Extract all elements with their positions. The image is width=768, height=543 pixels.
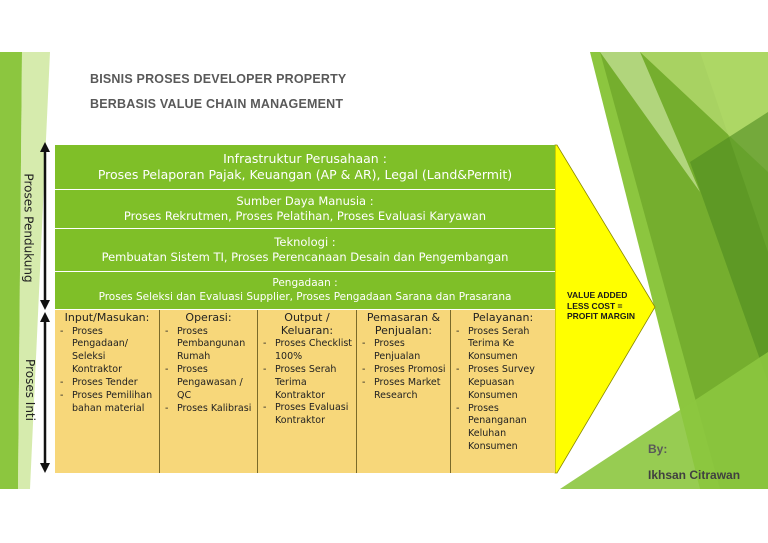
support-process-label: Proses Pendukung (21, 173, 36, 283)
primary-item: Proses Pengawasan / QC (163, 364, 254, 402)
core-arrow-head-top (40, 312, 50, 322)
primary-title: Pelayanan: (472, 311, 534, 324)
primary-title: Output / Keluaran: (280, 311, 334, 337)
primary-title: Pemasaran & Penjualan: (366, 311, 441, 337)
primary-activities: Input/Masukan: Proses Pengadaan/ Seleksi… (55, 310, 555, 473)
support-title: Infrastruktur Perusahaan : (223, 150, 387, 166)
slide: BISNIS PROSES DEVELOPER PROPERTY BERBASI… (0, 52, 768, 489)
primary-item: Proses Penanganan Keluhan Konsumen (454, 403, 552, 454)
support-desc: Proses Seleksi dan Evaluasi Supplier, Pr… (98, 290, 512, 303)
support-title: Sumber Daya Manusia : (236, 194, 374, 209)
primary-item: Proses Promosi (360, 364, 447, 377)
primary-item: Proses Penjualan (360, 338, 447, 364)
core-arrow-head-bottom (40, 463, 50, 473)
diagram-title-line2: BERBASIS VALUE CHAIN MANAGEMENT (90, 97, 344, 111)
primary-operations: Operasi: Proses Pembangunan Rumah Proses… (160, 310, 258, 473)
primary-item: Proses Checklist 100% (261, 338, 353, 364)
primary-title: Input/Masukan: (64, 311, 150, 324)
margin-chevron (554, 144, 656, 474)
value-chain-shapes (40, 142, 656, 474)
support-desc: Proses Pelaporan Pajak, Keuangan (AP & A… (97, 167, 513, 182)
primary-item: Proses Market Research (360, 377, 447, 403)
primary-outbound: Output / Keluaran: Proses Checklist 100%… (258, 310, 357, 473)
primary-item: Proses Evaluasi Kontraktor (261, 402, 353, 428)
primary-title: Operasi: (185, 311, 232, 324)
support-title: Pengadaan : (272, 276, 338, 289)
margin-line: LESS COST = (567, 300, 623, 311)
margin-line: VALUE ADDED (567, 290, 628, 300)
margin-line: PROFIT MARGIN (567, 311, 635, 322)
support-title: Teknologi : (274, 235, 336, 250)
diagram-title-line1: BISNIS PROSES DEVELOPER PROPERTY (90, 72, 347, 86)
support-desc: Proses Rekrutmen, Proses Pelatihan, Pros… (123, 209, 487, 223)
primary-marketing-sales: Pemasaran & Penjualan: Proses Penjualan … (357, 310, 451, 473)
decorative-background (0, 52, 768, 489)
support-infrastructure: Infrastruktur Perusahaan : Proses Pelapo… (55, 145, 555, 190)
primary-inbound: Input/Masukan: Proses Pengadaan/ Seleksi… (55, 310, 160, 473)
credit-by: By: (648, 442, 668, 456)
support-arrow-head-bottom (40, 300, 50, 310)
primary-item: Proses Pembangunan Rumah (163, 326, 254, 364)
primary-item: Proses Survey Kepuasan Konsumen (454, 364, 552, 402)
support-procurement: Pengadaan : Proses Seleksi dan Evaluasi … (55, 272, 555, 310)
credit-author: Ikhsan Citrawan (648, 468, 741, 482)
support-desc: Pembuatan Sistem TI, Proses Perencanaan … (101, 250, 509, 264)
support-arrow-head-top (40, 142, 50, 152)
profit-margin-text: VALUE ADDED LESS COST = PROFIT MARGIN (567, 290, 657, 322)
support-hr: Sumber Daya Manusia : Proses Rekrutmen, … (55, 190, 555, 229)
primary-item: Proses Serah Terima Kontraktor (261, 364, 353, 402)
primary-item: Proses Tender (58, 377, 156, 390)
core-process-label: Proses Inti (22, 359, 37, 421)
primary-item: Proses Pengadaan/ Seleksi Kontraktor (58, 326, 156, 377)
support-technology: Teknologi : Pembuatan Sistem TI, Proses … (55, 229, 555, 272)
primary-item: Proses Kalibrasi (163, 403, 254, 416)
primary-service: Pelayanan: Proses Serah Terima Ke Konsum… (451, 310, 555, 473)
primary-item: Proses Serah Terima Ke Konsumen (454, 326, 552, 364)
primary-item: Proses Pemilihan bahan material (58, 390, 156, 416)
